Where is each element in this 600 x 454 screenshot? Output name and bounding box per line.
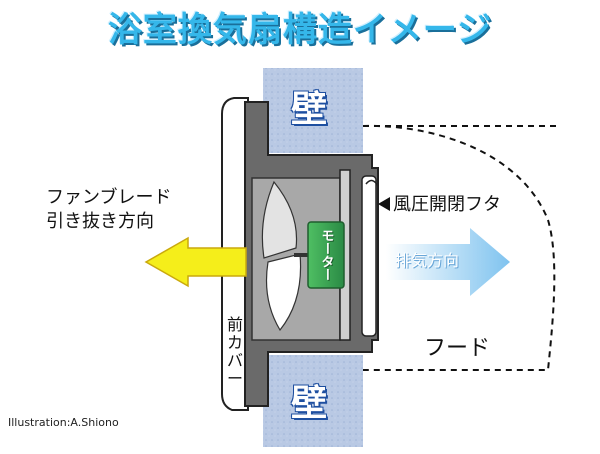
exhaust-arrow (386, 228, 510, 296)
page-title: 浴室換気扇構造イメージ (107, 10, 493, 50)
motor-body (307, 221, 345, 289)
blade-direction-label: ファンブレード 引き抜き方向 (46, 187, 172, 232)
motor-label: モーター (318, 229, 334, 281)
damper-hinge (365, 179, 379, 187)
illustration-credit: Illustration:A.Shiono (8, 416, 119, 429)
wall-top-label: 壁 (291, 89, 328, 130)
hood-label: フード (424, 336, 491, 361)
hood-curve (362, 124, 556, 371)
wall-bottom-label: 壁 (291, 383, 328, 424)
front-cover-label: 前 カ バ ー (226, 315, 243, 388)
damper-pointer-icon (378, 197, 390, 211)
wall-top (263, 68, 363, 153)
damper-flap (361, 175, 377, 337)
fan-blade-upper (261, 180, 298, 259)
exhaust-direction-label: 排気方向 (395, 251, 460, 270)
motor-label-box: モーター (310, 226, 342, 284)
blade-pull-out-arrow (144, 236, 247, 288)
wall-bottom (263, 355, 363, 447)
fan-blade-lower (265, 253, 302, 332)
damper-label: 風圧開閉フタ (393, 194, 501, 215)
